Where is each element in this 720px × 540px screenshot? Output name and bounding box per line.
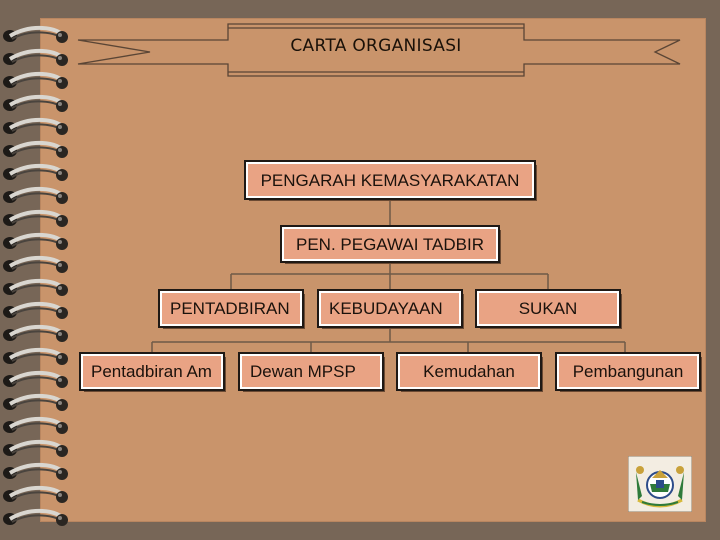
org-box-second-label: PEN. PEGAWAI TADBIR — [296, 234, 484, 254]
binding-ring — [3, 439, 68, 457]
binding-ring — [3, 117, 68, 135]
binding-ring — [3, 462, 68, 480]
department-label: PENTADBIRAN — [170, 299, 290, 318]
binding-ring — [3, 163, 68, 181]
chart-title: CARTA ORGANISASI — [290, 36, 462, 56]
org-box-unit-pentadbiran-am: Pentadbiran Am — [79, 352, 225, 391]
department-label: KEBUDAYAAN — [329, 299, 443, 318]
notebook-page — [40, 18, 706, 522]
binding-ring — [3, 485, 68, 503]
binding-ring — [3, 324, 68, 342]
binding-ring — [3, 416, 68, 434]
binding-ring — [3, 255, 68, 273]
binding-ring — [3, 25, 68, 43]
binding-ring — [3, 48, 68, 66]
org-box-second: PEN. PEGAWAI TADBIR — [280, 225, 500, 263]
department-label: SUKAN — [518, 299, 578, 318]
org-box-department-sukan: SUKAN — [475, 289, 621, 328]
org-box-top-label: PENGARAH KEMASYARAKATAN — [260, 170, 520, 190]
municipal-crest-logo — [628, 456, 692, 512]
notebook-ring-binding — [3, 25, 68, 526]
unit-label: Dewan MPSP — [250, 362, 356, 381]
binding-ring — [3, 370, 68, 388]
unit-label: Kemudahan — [423, 362, 515, 381]
binding-ring — [3, 140, 68, 158]
binding-ring — [3, 508, 68, 526]
binding-ring — [3, 232, 68, 250]
unit-label: Pembangunan — [572, 362, 684, 381]
org-box-unit-kemudahan: Kemudahan — [396, 352, 542, 391]
title-banner — [77, 23, 681, 77]
binding-ring — [3, 209, 68, 227]
org-box-department-kebudayaan: KEBUDAYAAN — [317, 289, 463, 328]
binding-ring — [3, 186, 68, 204]
unit-label: Pentadbiran Am — [91, 362, 212, 381]
org-box-top: PENGARAH KEMASYARAKATAN — [244, 160, 536, 200]
org-box-department-pentadbiran: PENTADBIRAN — [158, 289, 304, 328]
binding-ring — [3, 94, 68, 112]
binding-ring — [3, 347, 68, 365]
binding-ring — [3, 301, 68, 319]
binding-ring — [3, 393, 68, 411]
org-box-unit-pembangunan: Pembangunan — [555, 352, 701, 391]
binding-ring — [3, 71, 68, 89]
binding-ring — [3, 278, 68, 296]
org-box-unit-dewan-mpsp: Dewan MPSP — [238, 352, 384, 391]
